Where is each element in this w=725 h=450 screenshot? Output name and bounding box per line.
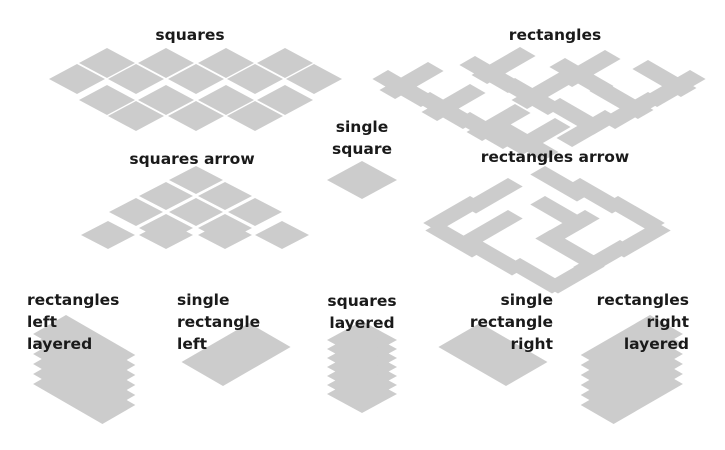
single-rectangle-right: [438, 323, 548, 386]
rectangle-tile: [466, 104, 531, 141]
rectangles-left-layered: [33, 315, 136, 424]
square-tile: [138, 48, 194, 78]
square-tile: [139, 214, 193, 242]
rectangle-tile: [471, 47, 536, 84]
square-tile: [81, 221, 135, 249]
square-tile: [286, 64, 342, 94]
label-single-rectangle-right: single rectangle right: [469, 291, 553, 353]
label-single-square: single square: [332, 118, 392, 158]
label-rectangles-arrow: rectangles arrow: [480, 148, 630, 166]
square-tile: [227, 64, 283, 94]
rectangle-tile: [506, 118, 571, 155]
square-tile: [255, 221, 309, 249]
square-tile: [227, 101, 283, 131]
label-rectangles-right-layered: rectangles right layered: [596, 291, 689, 353]
square-tile: [79, 48, 135, 78]
label-single-rectangle-left: single rectangle left: [177, 291, 261, 353]
rectangles-arrow-pattern: [423, 166, 671, 294]
rectangle-tile: [181, 323, 291, 386]
square-tile: [257, 85, 313, 115]
rectangle-tile: [421, 84, 486, 121]
square-tile: [138, 85, 194, 115]
rectangle-tile: [423, 196, 485, 232]
square-tile: [198, 182, 252, 210]
square-tile: [108, 64, 164, 94]
square-tile: [139, 182, 193, 210]
square-tile: [198, 214, 252, 242]
rectangle-tile: [461, 210, 523, 246]
square-tile: [327, 161, 397, 199]
squares-arrow-pattern: [81, 166, 309, 249]
label-rectangles: rectangles: [508, 26, 602, 44]
square-tile: [169, 198, 223, 226]
rectangles-pattern: [372, 47, 706, 161]
rectangle-tile: [543, 258, 605, 294]
label-rectangles-left-layered: rectangles left layered: [27, 291, 120, 353]
square-tile: [108, 101, 164, 131]
single-rectangle-left: [181, 323, 291, 386]
square-tile: [168, 64, 224, 94]
square-tile: [49, 64, 105, 94]
rectangle-tile: [556, 50, 621, 87]
rectangles-right-layered: [580, 315, 683, 424]
label-squares-layered: squares layered: [327, 292, 397, 332]
square-tile: [169, 166, 223, 194]
rectangle-tile: [438, 323, 548, 386]
label-squares-arrow: squares arrow: [129, 150, 255, 168]
square-tile: [168, 101, 224, 131]
squares-pattern: [49, 48, 342, 131]
rectangle-tile: [379, 62, 444, 99]
squares-layered: [327, 321, 397, 413]
square-tile: [198, 85, 254, 115]
layer-tile: [33, 365, 136, 424]
rectangle-tile: [511, 72, 576, 109]
square-tile: [228, 198, 282, 226]
rectangle-tile: [556, 110, 621, 147]
layer-tile: [580, 365, 683, 424]
label-squares: squares: [155, 26, 225, 44]
layer-tile: [327, 375, 397, 413]
square-tile: [79, 85, 135, 115]
square-tile: [198, 48, 254, 78]
rectangle-tile: [535, 230, 597, 266]
rectangle-tile: [603, 196, 665, 232]
single-square: [327, 161, 397, 199]
square-tile: [109, 198, 163, 226]
square-tile: [257, 48, 313, 78]
